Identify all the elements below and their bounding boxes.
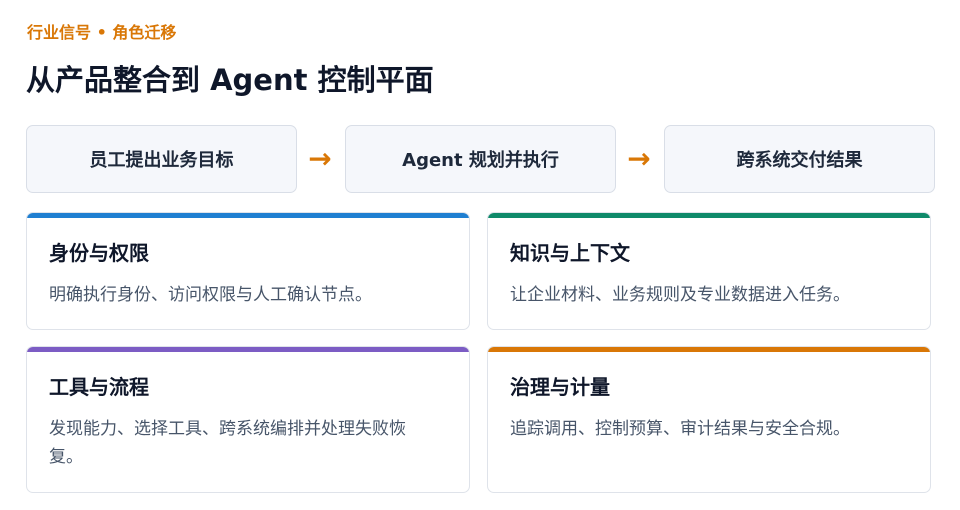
card-description: 追踪调用、控制预算、审计结果与安全合规。: [510, 419, 850, 439]
card-identity: 身份与权限 明确执行身份、访问权限与人工确认节点。: [26, 212, 470, 330]
card-governance: 治理与计量 追踪调用、控制预算、审计结果与安全合规。: [487, 346, 931, 493]
card-title: 身份与权限: [49, 241, 149, 265]
arrow-right-icon: →: [308, 142, 332, 175]
card-description: 让企业材料、业务规则及专业数据进入任务。: [510, 285, 850, 305]
card-title: 知识与上下文: [510, 241, 630, 265]
card-accent-bar: [27, 213, 469, 218]
card-accent-bar: [27, 347, 469, 352]
card-accent-bar: [488, 347, 930, 352]
card-knowledge: 知识与上下文 让企业材料、业务规则及专业数据进入任务。: [487, 212, 931, 330]
flow-step-plan: Agent 规划并执行: [345, 125, 616, 193]
eyebrow-label: 行业信号 • 角色迁移: [27, 23, 177, 42]
card-accent-bar: [488, 213, 930, 218]
flow-step-goal: 员工提出业务目标: [26, 125, 297, 193]
arrow-right-icon: →: [627, 142, 651, 175]
card-description: 发现能力、选择工具、跨系统编排并处理失败恢复。: [49, 419, 406, 467]
flow-step-deliver: 跨系统交付结果: [664, 125, 935, 193]
card-title: 工具与流程: [49, 375, 149, 399]
card-tools: 工具与流程 发现能力、选择工具、跨系统编排并处理失败恢复。: [26, 346, 470, 493]
card-description: 明确执行身份、访问权限与人工确认节点。: [49, 285, 372, 305]
page-title: 从产品整合到 Agent 控制平面: [26, 63, 434, 97]
process-flow: 员工提出业务目标 → Agent 规划并执行 → 跨系统交付结果: [26, 125, 935, 193]
card-title: 治理与计量: [510, 375, 610, 399]
